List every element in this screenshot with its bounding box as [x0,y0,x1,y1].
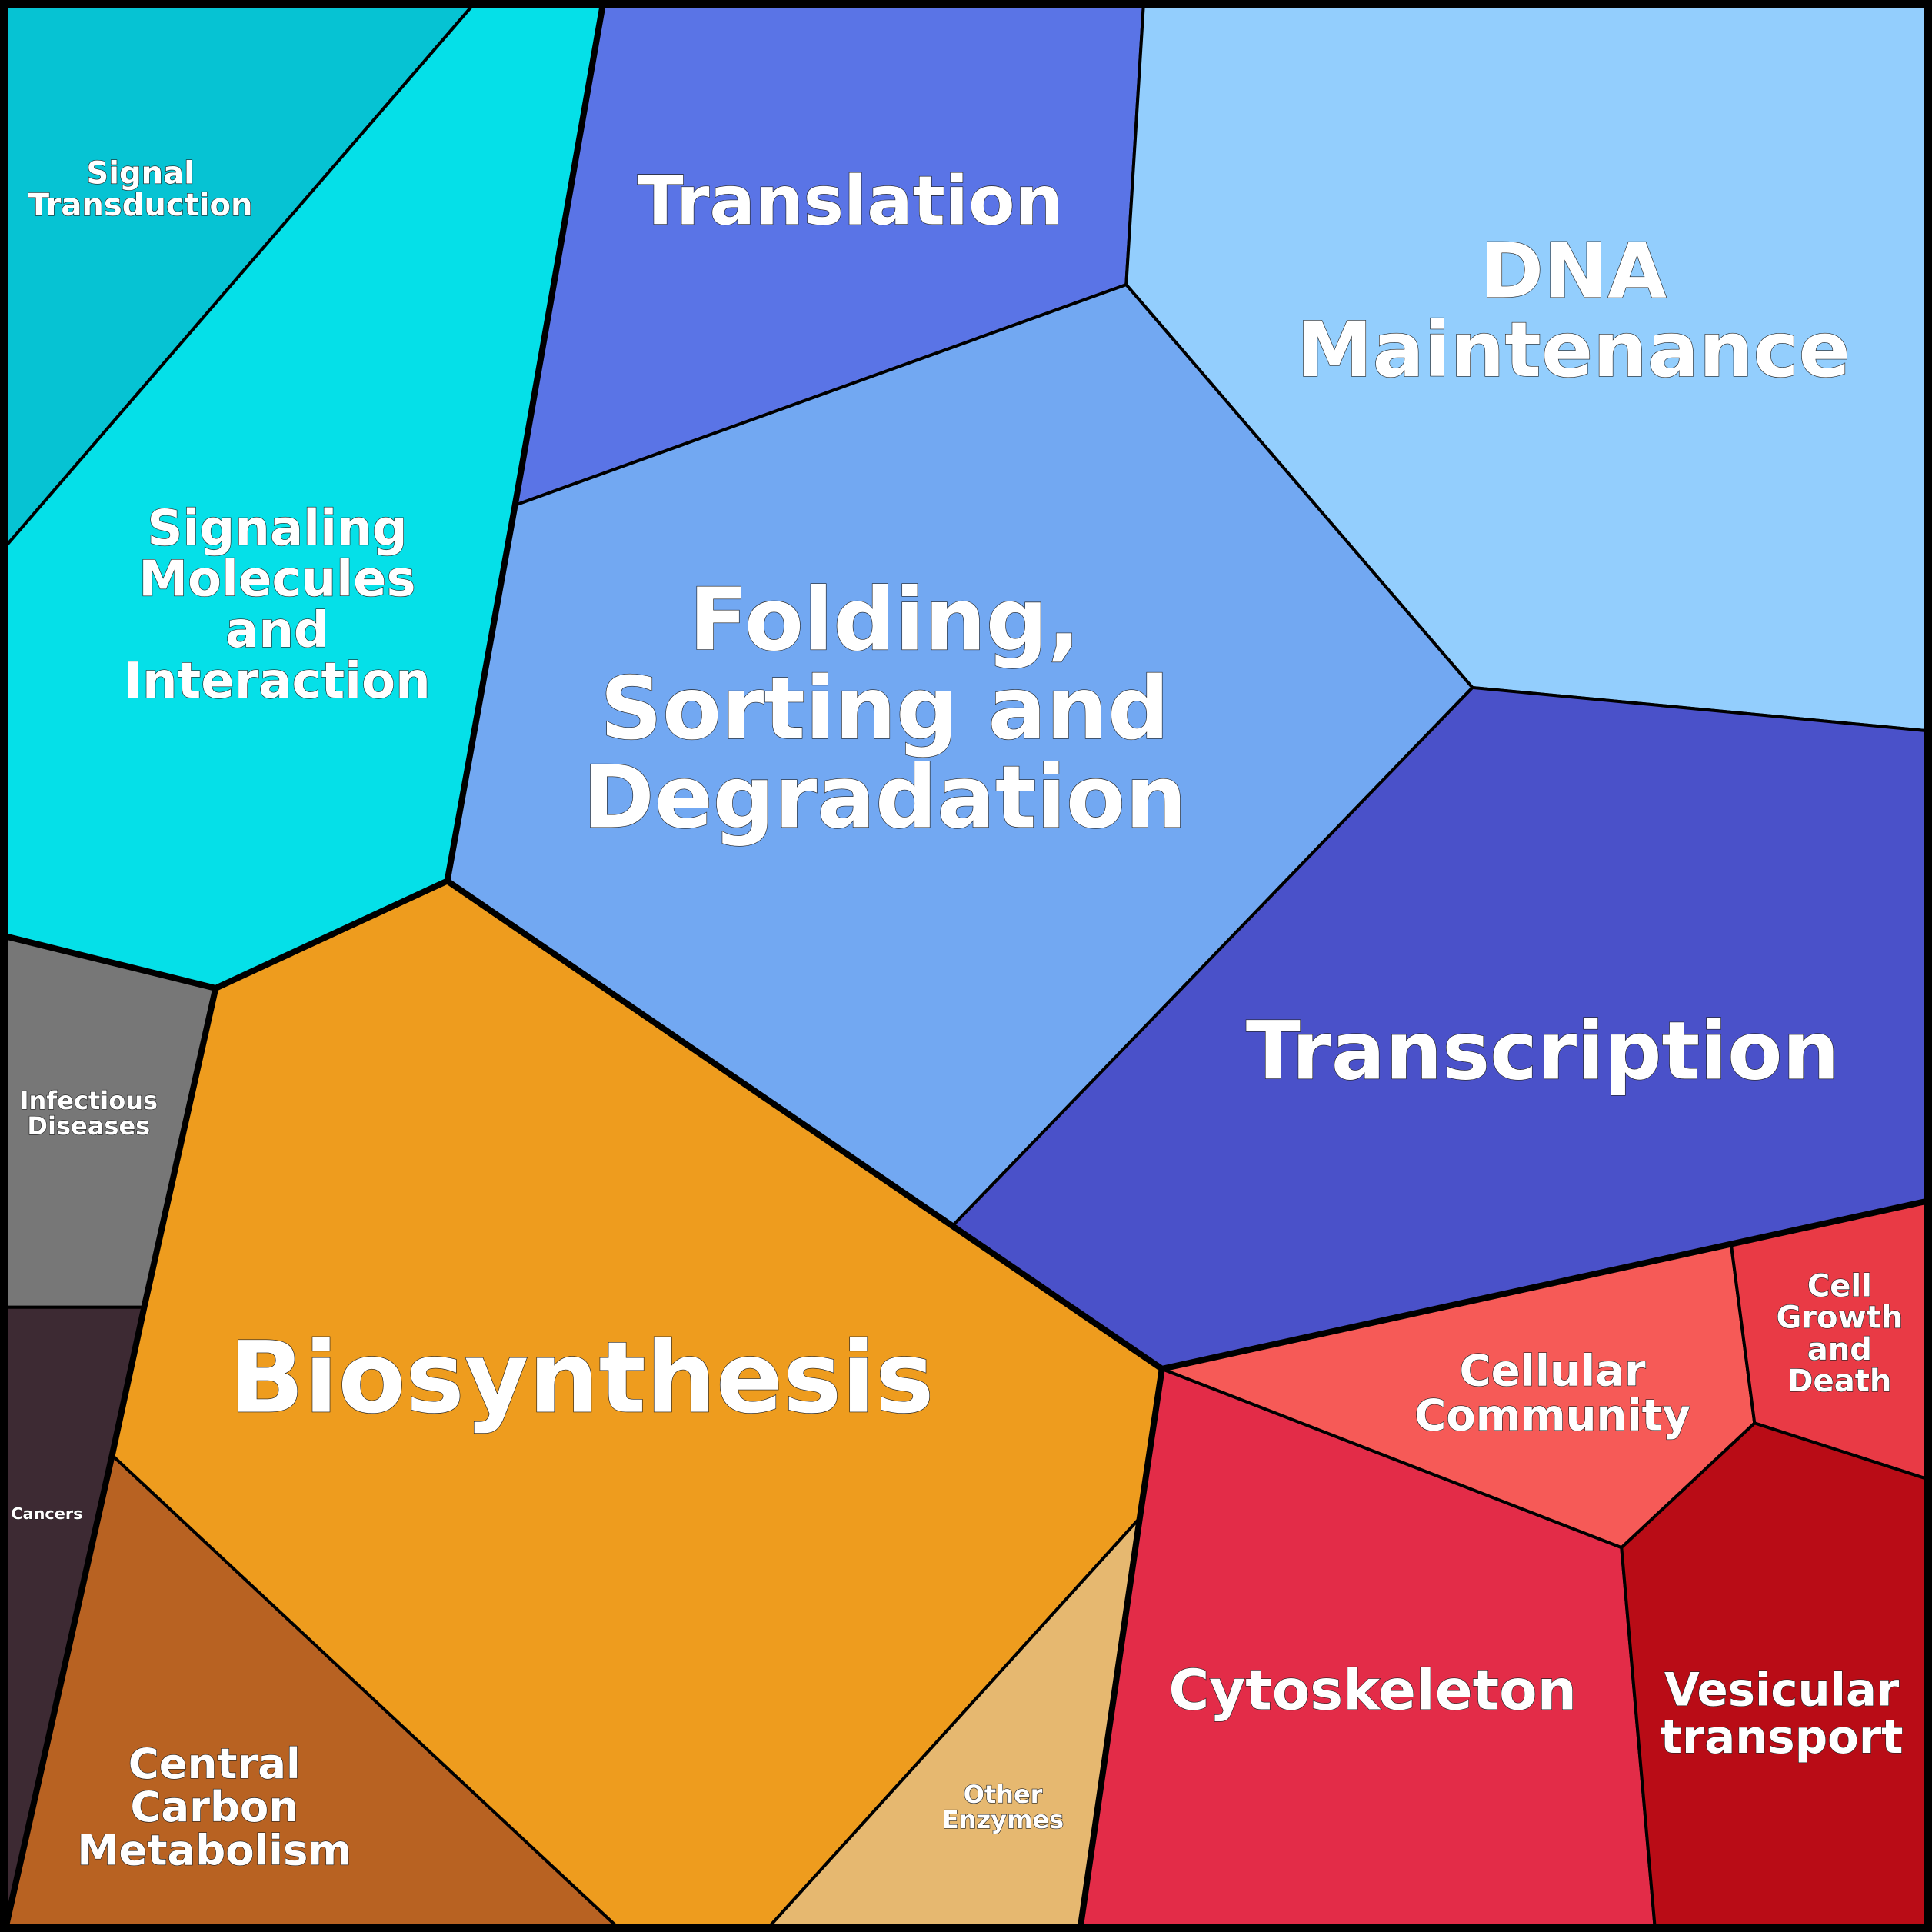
label-line: Biosynthesis [229,1321,934,1436]
label-line: Translation [638,161,1064,240]
group-boundary [1078,1368,1165,1927]
label-line: Growth [1776,1301,1903,1336]
label-transcription: Transcription [1246,1004,1840,1098]
label-cancers: Cancers [11,1504,82,1523]
label-line: Community [1414,1391,1690,1441]
label-line: Signal [86,156,195,192]
label-line: Interaction [124,653,431,710]
label-line: Transduction [28,188,253,223]
label-line: Metabolism [77,1825,351,1874]
label-line: Carbon [130,1782,298,1831]
label-line: Enzymes [942,1805,1064,1834]
label-line: Infectious [20,1086,158,1115]
group-boundary [3,987,219,1927]
label-line: Vesicular [1664,1664,1900,1717]
label-line: Central [128,1739,301,1788]
label-cytoskeleton: Cytoskeleton [1168,1658,1577,1723]
label-biosynthesis: Biosynthesis [229,1321,934,1436]
label-line: Transcription [1246,1004,1840,1098]
label-translation: Translation [638,161,1064,240]
label-line: Cellular [1459,1347,1646,1397]
label-line: Other [964,1780,1043,1809]
label-line: Cell [1807,1268,1872,1304]
label-line: transport [1661,1710,1904,1764]
label-line: Molecules [138,551,415,608]
label-line: Signaling [147,501,407,558]
label-line: DNA [1481,228,1667,316]
label-line: Degradation [583,748,1187,848]
label-line: Death [1787,1364,1891,1399]
label-line: Cytoskeleton [1168,1658,1577,1723]
group-boundary [445,878,1927,1372]
label-line: Cancers [11,1504,82,1523]
label-line: and [1807,1332,1872,1367]
label-line: Diseases [27,1111,150,1141]
label-line: Folding, [689,571,1081,671]
label-line: and [225,602,329,659]
label-line: Maintenance [1297,306,1850,395]
label-line: Sorting and [600,659,1169,759]
